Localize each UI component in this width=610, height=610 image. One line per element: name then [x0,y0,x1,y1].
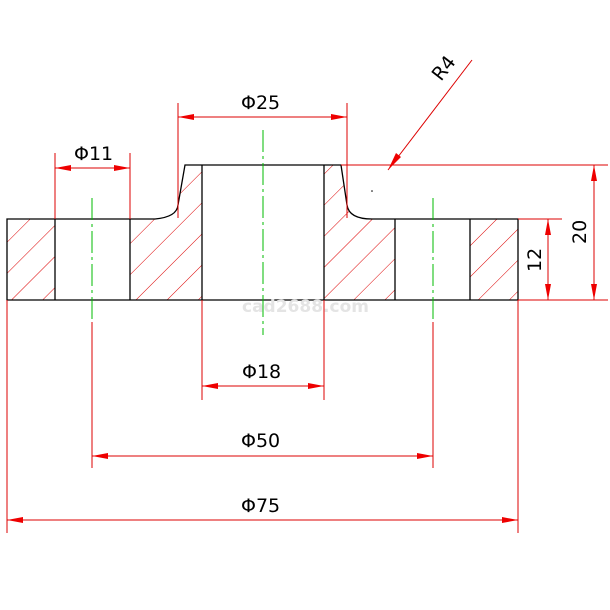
dim-text-phi75: Φ75 [241,495,280,517]
centerlines [91,130,434,335]
dimension-20: 20 [569,165,597,300]
dim-text-20: 20 [569,220,591,244]
watermark: cad2688.com [242,297,369,317]
stray-point [371,190,373,192]
dimension-phi25: Φ25 [178,92,347,120]
dimension-r4: R4 [387,52,473,171]
dimension-12: 12 [524,219,551,300]
dim-text-phi11: Φ11 [74,143,113,165]
extension-lines [6,103,608,533]
section-hatching [7,165,518,300]
dim-text-12: 12 [524,248,546,272]
dimension-phi50: Φ50 [92,430,433,459]
dimension-phi18: Φ18 [202,361,324,389]
dim-text-phi50: Φ50 [241,430,280,452]
dim-text-phi25: Φ25 [241,92,280,114]
dim-text-phi18: Φ18 [242,361,281,383]
dimension-phi75: Φ75 [7,495,518,523]
dimension-phi11: Φ11 [55,143,130,171]
dim-text-r4: R4 [428,52,461,85]
